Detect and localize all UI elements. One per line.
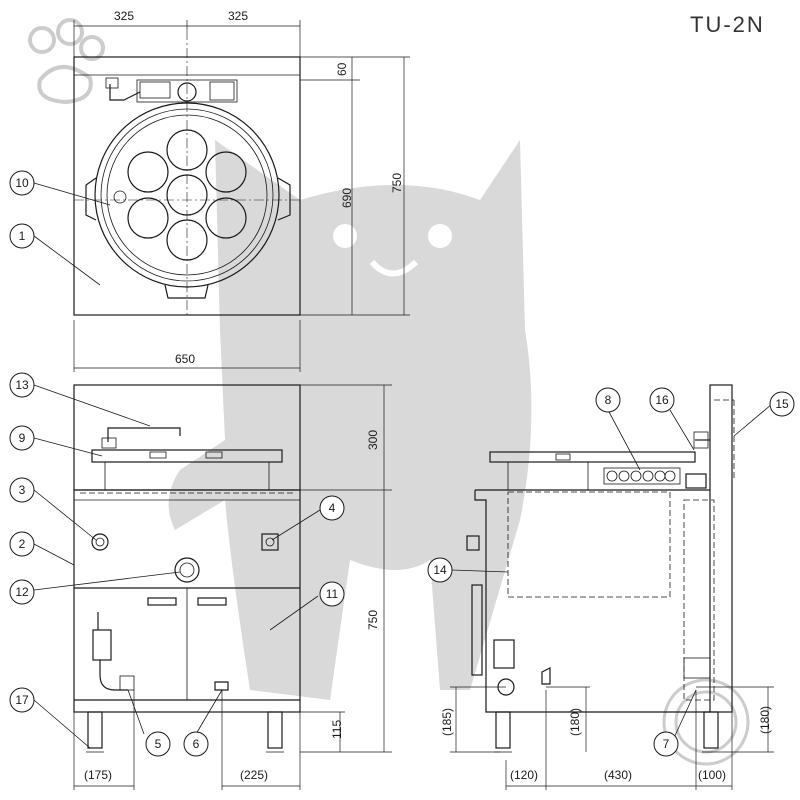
part-label-1: 1 (9, 223, 35, 249)
dim-top-left: 325 (114, 9, 134, 23)
part-label-13: 13 (9, 372, 35, 398)
svg-text:13: 13 (15, 378, 29, 392)
part-label-17: 17 (9, 687, 35, 713)
watermark-seal (662, 678, 750, 766)
watermark-cat-face (333, 224, 452, 277)
dim-120: (120) (510, 768, 538, 782)
watermark-paw (28, 18, 105, 105)
part-label-14: 14 (427, 557, 453, 583)
svg-text:4: 4 (329, 501, 336, 515)
svg-text:17: 17 (15, 693, 29, 707)
dim-225: (225) (240, 768, 268, 782)
svg-text:5: 5 (155, 737, 162, 751)
dim-180-b: (180) (758, 706, 772, 734)
watermark-cat (168, 140, 532, 700)
svg-text:11: 11 (326, 587, 339, 601)
part-label-6: 6 (183, 731, 209, 757)
svg-text:12: 12 (15, 585, 29, 599)
front-view (73, 384, 301, 753)
dim-430: (430) (604, 768, 632, 782)
dim-185: (185) (440, 708, 454, 736)
dim-750-plan: 750 (390, 173, 404, 193)
dim-top-right: 325 (228, 9, 248, 23)
svg-text:6: 6 (193, 737, 200, 751)
svg-text:9: 9 (19, 431, 26, 445)
svg-text:14: 14 (433, 563, 447, 577)
svg-text:2: 2 (19, 537, 26, 551)
dim-175: (175) (84, 768, 112, 782)
dim-650: 650 (175, 352, 195, 366)
dim-690: 690 (340, 188, 354, 208)
part-label-7: 7 (653, 731, 679, 757)
side-dimensions: (185) (180) (180) (120) (430) (100) (440, 686, 774, 790)
model-title: TU-2N (690, 12, 765, 37)
front-dimensions: 300 750 115 (175) (225) (73, 384, 392, 790)
svg-text:7: 7 (663, 737, 670, 751)
dim-300: 300 (366, 430, 380, 450)
plan-dimensions: 325 325 60 690 750 650 (73, 9, 410, 372)
plan-view (73, 30, 301, 316)
callout-leaders (33, 182, 773, 749)
dim-180-a: (180) (568, 708, 582, 736)
part-label-9: 9 (9, 425, 35, 451)
part-label-4: 4 (319, 495, 345, 521)
svg-text:10: 10 (15, 176, 29, 190)
part-label-11: 11 (319, 581, 345, 607)
svg-text:1: 1 (19, 229, 26, 243)
part-label-16: 16 (649, 387, 675, 413)
dim-115: 115 (330, 720, 344, 739)
dim-100: (100) (698, 768, 726, 782)
svg-text:3: 3 (19, 483, 26, 497)
dim-60: 60 (335, 62, 349, 76)
part-label-15: 15 (769, 391, 795, 417)
svg-text:16: 16 (655, 393, 669, 407)
part-label-10: 10 (9, 170, 35, 196)
part-label-2: 2 (9, 531, 35, 557)
svg-text:15: 15 (775, 397, 789, 411)
svg-text:8: 8 (605, 393, 612, 407)
part-label-5: 5 (145, 731, 171, 757)
part-label-3: 3 (9, 477, 35, 503)
part-label-8: 8 (595, 387, 621, 413)
dim-750-front: 750 (366, 610, 380, 630)
part-label-12: 12 (9, 579, 35, 605)
